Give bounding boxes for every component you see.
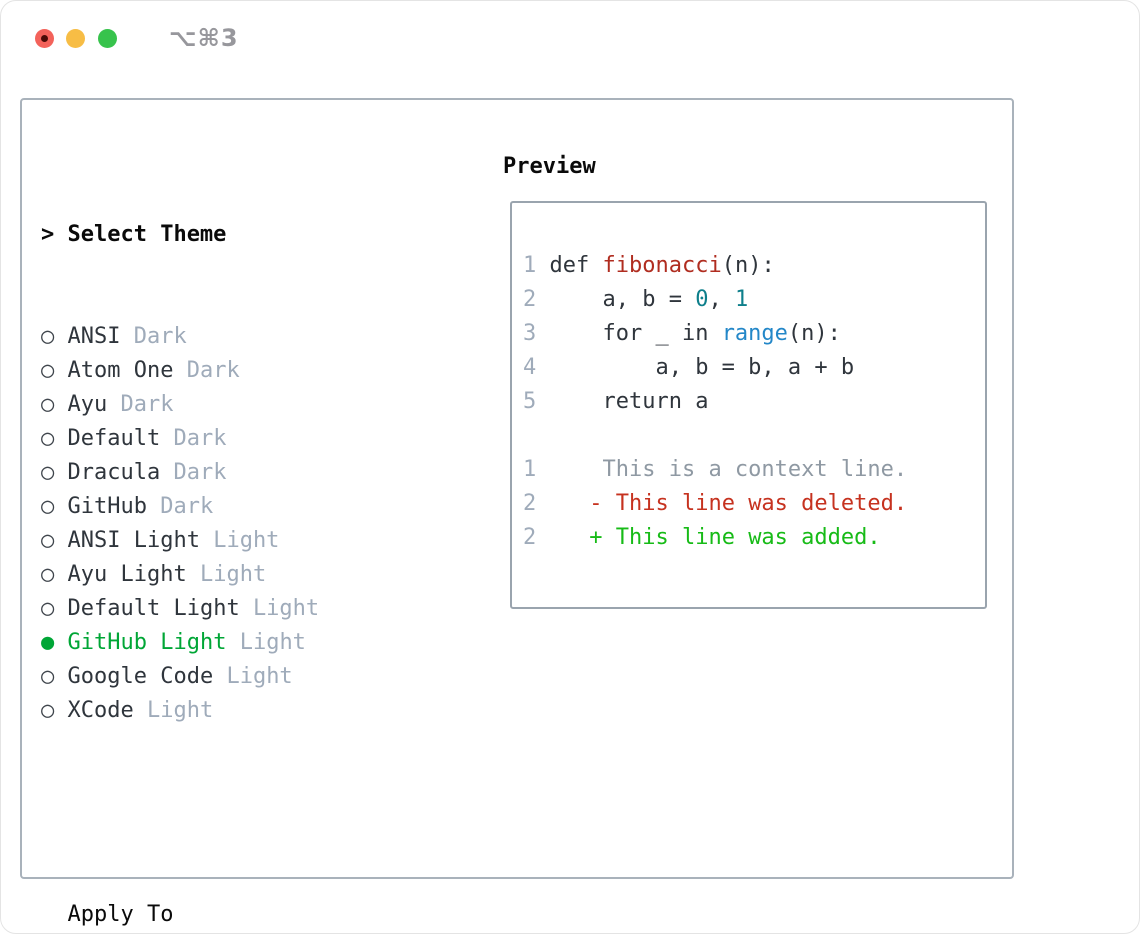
theme-option[interactable]: ○ GitHub Dark bbox=[41, 490, 486, 524]
zoom-button[interactable] bbox=[98, 29, 117, 48]
preview-box: 1 def fibonacci(n): 2 a, b = 0, 1 3 for _ … bbox=[510, 201, 987, 609]
option-label: Ayu Light bbox=[67, 562, 187, 587]
code-line: 5 return a bbox=[523, 389, 709, 414]
window-title: ⌥⌘3 bbox=[169, 24, 239, 52]
radio-icon: ○ bbox=[41, 528, 55, 553]
option-variant-label: Light bbox=[213, 528, 280, 553]
option-label: XCode bbox=[67, 698, 134, 723]
option-label: Default bbox=[67, 426, 161, 451]
preview-code: 1 def fibonacci(n): 2 a, b = 0, 1 3 for _ … bbox=[523, 249, 985, 555]
code-line: 1 def fibonacci(n): bbox=[523, 253, 775, 278]
option-label: GitHub Light bbox=[67, 630, 227, 655]
theme-option[interactable]: ○ Dracula Dark bbox=[41, 456, 486, 490]
option-label: Ayu bbox=[67, 392, 108, 417]
theme-option[interactable]: ○ Ayu Dark bbox=[41, 388, 486, 422]
option-label: Default Light bbox=[67, 596, 240, 621]
code-line: 4 a, b = b, a + b bbox=[523, 355, 855, 380]
radio-icon: ○ bbox=[41, 698, 55, 723]
theme-option[interactable]: ○ Google Code Light bbox=[41, 660, 486, 694]
theme-option[interactable]: ○ ANSI Dark bbox=[41, 320, 486, 354]
option-variant-label: Dark bbox=[133, 324, 187, 349]
theme-option[interactable]: ○ Atom One Dark bbox=[41, 354, 486, 388]
code-line: 3 for _ in range(n): bbox=[523, 321, 841, 346]
radio-icon: ○ bbox=[41, 324, 55, 349]
radio-icon: ○ bbox=[41, 426, 55, 451]
radio-selected-icon: ● bbox=[41, 630, 55, 655]
option-label: GitHub bbox=[67, 494, 147, 519]
focus-caret-icon: > bbox=[41, 222, 55, 247]
radio-icon: ○ bbox=[41, 562, 55, 587]
option-label: ANSI bbox=[67, 324, 121, 349]
radio-icon: ○ bbox=[41, 358, 55, 383]
theme-option[interactable]: ○ XCode Light bbox=[41, 694, 486, 728]
option-variant-label: Dark bbox=[120, 392, 174, 417]
radio-icon: ○ bbox=[41, 392, 55, 417]
option-variant-label: Light bbox=[239, 630, 306, 655]
code-line: 1 This is a context line. bbox=[523, 457, 908, 482]
code-line: 2 + This line was added. bbox=[523, 525, 881, 550]
select-theme-header-label: Select Theme bbox=[67, 222, 227, 247]
spacer bbox=[41, 796, 486, 830]
theme-option[interactable]: ○ ANSI Light Light bbox=[41, 524, 486, 558]
option-variant-label: Dark bbox=[160, 494, 214, 519]
apply-to-header: Apply To bbox=[67, 902, 174, 927]
option-variant-label: Dark bbox=[173, 426, 227, 451]
preview-header: Preview bbox=[503, 154, 596, 179]
option-variant-label: Light bbox=[199, 562, 267, 587]
close-button[interactable] bbox=[35, 29, 54, 48]
code-line: 2 - This line was deleted. bbox=[523, 491, 908, 516]
radio-icon: ○ bbox=[41, 460, 55, 485]
option-variant-label: Light bbox=[146, 698, 214, 723]
option-label: Google Code bbox=[67, 664, 214, 689]
theme-option[interactable]: ○ Default Dark bbox=[41, 422, 486, 456]
option-variant-label: Dark bbox=[186, 358, 240, 383]
theme-list: ○ ANSI Dark○ Atom One Dark○ Ayu Dark○ De… bbox=[41, 320, 486, 728]
blank-line bbox=[523, 419, 985, 453]
option-label: ANSI Light bbox=[67, 528, 200, 553]
option-label: Atom One bbox=[67, 358, 174, 383]
theme-option-selected[interactable]: ● GitHub Light Light bbox=[41, 626, 486, 660]
minimize-button[interactable] bbox=[66, 29, 85, 48]
radio-icon: ○ bbox=[41, 494, 55, 519]
select-theme-header: > Select Theme bbox=[41, 218, 486, 252]
option-variant-label: Light bbox=[252, 596, 320, 621]
window-titlebar: ⌥⌘3 bbox=[1, 1, 1139, 76]
option-label: Dracula bbox=[67, 460, 161, 485]
radio-icon: ○ bbox=[41, 664, 55, 689]
code-line: 2 a, b = 0, 1 bbox=[523, 287, 749, 312]
theme-option[interactable]: ○ Ayu Light Light bbox=[41, 558, 486, 592]
theme-option[interactable]: ○ Default Light Light bbox=[41, 592, 486, 626]
radio-icon: ○ bbox=[41, 596, 55, 621]
selector-column: >Select Theme ○ ANSI Dark○ Atom One Dark… bbox=[41, 150, 486, 933]
option-variant-label: Light bbox=[226, 664, 293, 689]
option-variant-label: Dark bbox=[173, 460, 227, 485]
theme-picker-panel: >Select Theme ○ ANSI Dark○ Atom One Dark… bbox=[20, 98, 1014, 927]
